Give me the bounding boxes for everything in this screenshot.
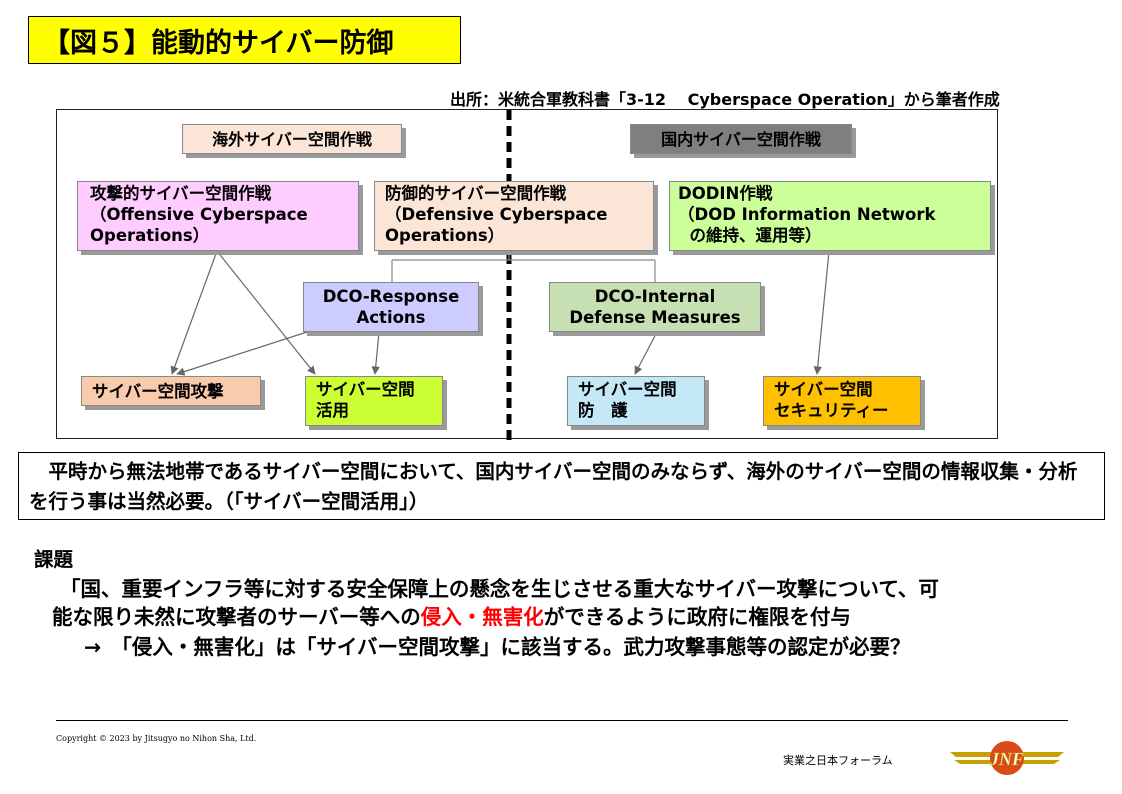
forum-name: 実業之日本フォーラム [783,754,893,767]
domestic-ops-label: 国内サイバー空間作戦 [630,124,852,154]
arrow-offensive-to-utilize [216,250,316,375]
page-title: 【図５】能動的サイバー防御 [28,16,461,64]
defensive-ops-box: 防御的サイバー空間作戦 （Defensive Cyberspace Operat… [374,181,654,251]
offensive-ops-box: 攻撃的サイバー空間作戦 （Offensive Cyberspace Operat… [77,181,359,251]
issue-line-3: → 「侵入・無害化」は「サイバー空間攻撃」に該当する。武力攻撃事態等の認定が必要… [84,635,911,659]
diagram-connectors [170,110,830,440]
arrow-dcora-to-attack [176,331,308,376]
dodin-ops-box: DODIN作戦 （DOD Information Network の維持、運用等… [669,181,991,251]
cyber-attack-box: サイバー空間攻撃 [81,376,261,406]
issue-line-1: 「国、重要インフラ等に対する安全保障上の懸念を生じさせる重大なサイバー攻撃につい… [60,577,939,601]
issue-line-2-post: ができるように政府に権限を付与 [543,605,851,629]
arrow-dcoidm-to-defense [634,331,658,375]
overseas-ops-label: 海外サイバー空間作戦 [182,124,402,154]
cyber-defense-box: サイバー空間 防 護 [567,376,705,426]
arrow-offensive-to-attack [170,250,218,375]
cyber-utilization-box: サイバー空間 活用 [305,376,443,426]
copyright-text: Copyright © 2023 by Jitsugyo no Nihon Sh… [56,734,257,743]
cyber-operations-diagram: 海外サイバー空間作戦 国内サイバー空間作戦 攻撃的サイバー空間作戦 （Offen… [56,109,998,440]
issue-line-2-pre: 能な限り未然に攻撃者のサーバー等への [52,605,421,629]
jnf-logo: JNF [950,741,1064,775]
intrusion-neutralization-highlight: 侵入・無害化 [420,605,544,629]
arrow-dcora-to-utilize [371,331,380,375]
note-box: 平時から無法地帯であるサイバー空間において、国内サイバー空間のみならず、海外のサ… [18,452,1105,520]
arrow-dodin-to-security [813,250,830,375]
cyber-security-box: サイバー空間 セキュリティー [763,376,921,426]
svg-text:JNF: JNF [989,749,1024,769]
issue-heading: 課題 [34,548,74,571]
source-caption: 出所：米統合軍教科書「3-12 Cyberspace Operation」から筆… [450,90,1000,109]
issue-line-2: 能な限り未然に攻撃者のサーバー等への侵入・無害化ができるように政府に権限を付与 [52,600,851,630]
footer-divider [56,720,1068,721]
dco-internal-box: DCO-Internal Defense Measures [549,282,761,332]
dco-response-box: DCO-Response Actions [303,282,479,332]
